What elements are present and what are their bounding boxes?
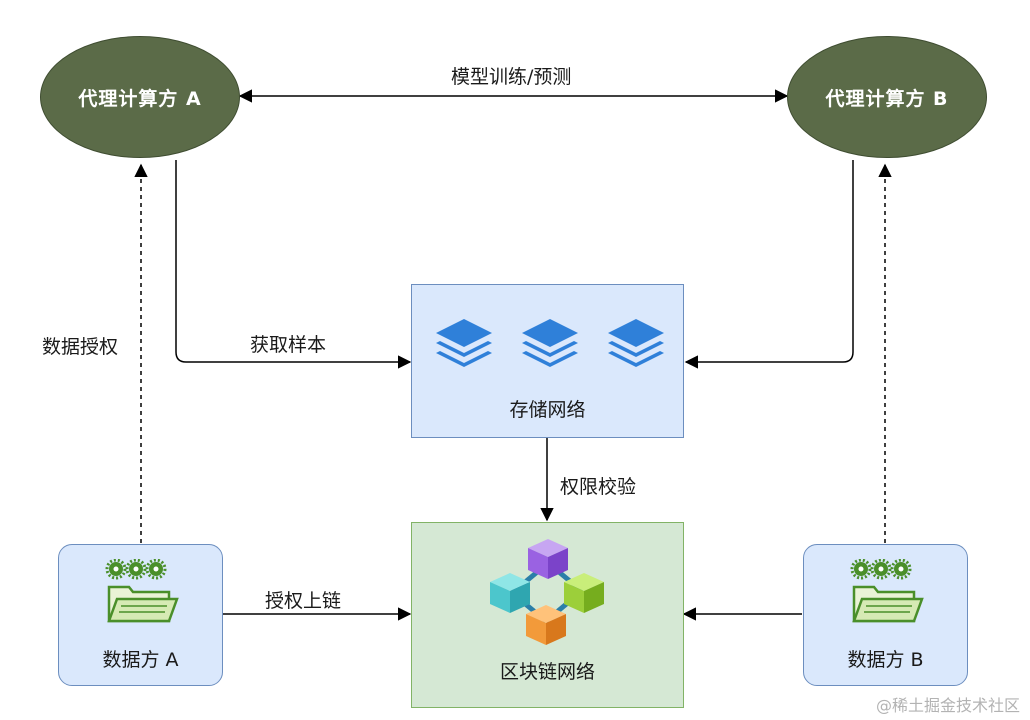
edge-proxy-a-to-storage — [175, 160, 412, 369]
proxy-node-a-label: 代理计算方 A — [78, 87, 202, 110]
layers-icon — [436, 319, 492, 367]
storage-network-label: 存储网络 — [509, 399, 586, 421]
gears-folder-icon — [850, 559, 924, 623]
blockchain-network-node: 区块链网络 — [411, 522, 684, 708]
data-party-b-label: 数据方 B — [847, 649, 924, 671]
storage-network-node: 存储网络 — [411, 284, 684, 438]
layers-icon — [608, 319, 664, 367]
blockchain-network-label: 区块链网络 — [499, 661, 595, 683]
proxy-node-b: 代理计算方 B — [787, 36, 987, 158]
cubes-icon — [490, 539, 604, 645]
proxy-node-a: 代理计算方 A — [40, 36, 240, 158]
edge-proxy-b-to-storage — [684, 160, 854, 369]
edge-label-train-predict: 模型训练/预测 — [451, 66, 572, 88]
data-party-a-node: 数据方 A — [58, 544, 223, 686]
edge-label-permission-check: 权限校验 — [560, 476, 637, 498]
watermark: @稀土掘金技术社区 — [875, 696, 1020, 715]
data-party-b-node: 数据方 B — [803, 544, 968, 686]
gears-folder-icon — [105, 559, 179, 623]
edge-label-auth-on-chain: 授权上链 — [265, 590, 342, 612]
layers-icon — [522, 319, 578, 367]
edge-label-fetch-samples: 获取样本 — [250, 334, 327, 356]
proxy-node-b-label: 代理计算方 B — [825, 87, 949, 110]
data-party-a-label: 数据方 A — [102, 649, 179, 671]
edge-label-data-auth: 数据授权 — [42, 330, 119, 361]
storage-layers-icons — [436, 319, 664, 367]
